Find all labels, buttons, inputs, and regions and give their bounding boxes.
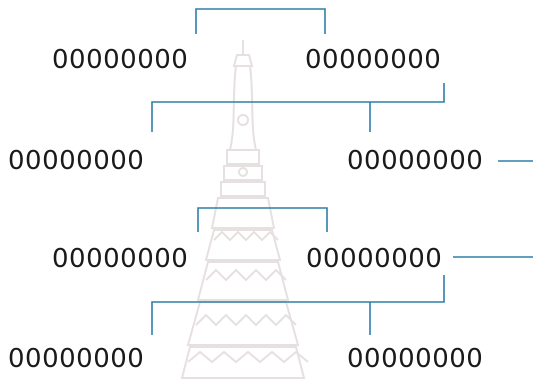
node-row1-right: 00000000 xyxy=(305,45,442,75)
node-row2-right: 00000000 xyxy=(347,146,484,176)
node-row4-left: 00000000 xyxy=(8,344,145,374)
bracket-row2 xyxy=(151,83,445,132)
bracket-row4 xyxy=(151,275,445,335)
node-row4-right: 00000000 xyxy=(347,344,484,374)
node-row3-left: 00000000 xyxy=(52,244,189,274)
bracket-row3 xyxy=(197,207,328,232)
node-row2-left: 00000000 xyxy=(8,146,145,176)
node-row1-left: 00000000 xyxy=(52,45,189,75)
node-row3-right: 00000000 xyxy=(306,244,443,274)
bracket-row1 xyxy=(195,8,326,34)
